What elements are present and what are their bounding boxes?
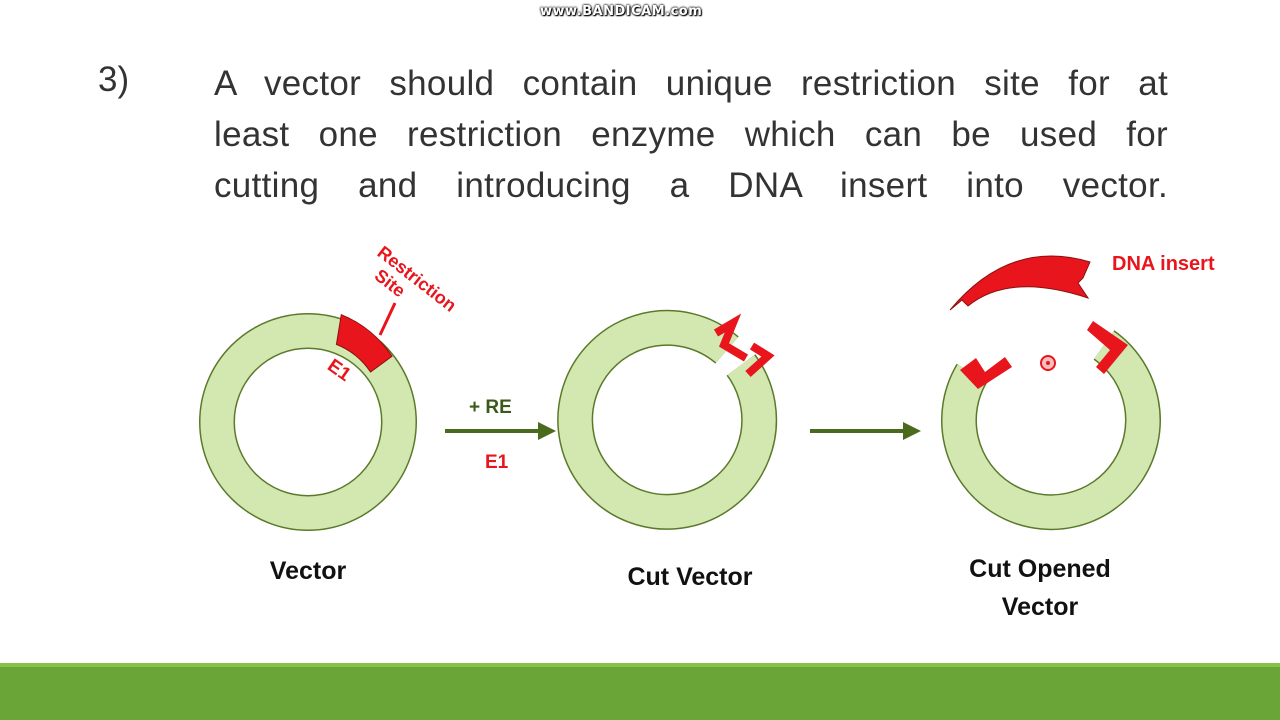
- cut-opened-label-line-1: Cut Opened: [969, 555, 1111, 583]
- cut-vector-ring: [557, 309, 778, 530]
- cut-opened-vector-label: Cut Opened Vector: [945, 550, 1135, 626]
- point-paragraph: A vector should contain unique restricti…: [214, 58, 1168, 211]
- vector-ring: [199, 313, 417, 531]
- vector-label: Vector: [269, 557, 347, 585]
- cut-opened-label-line-2: Vector: [1001, 593, 1079, 621]
- cut-vector-left-end: [713, 313, 749, 362]
- bandicam-watermark: www.BANDICAM.com: [540, 4, 703, 19]
- paragraph-line-3: cutting and introducing a DNA insert int…: [214, 166, 1168, 205]
- arrow-open: [810, 422, 921, 440]
- opened-vector-right-sticky-end: [1087, 321, 1128, 374]
- arrow-label-bottom: E1: [485, 452, 509, 473]
- paragraph-line-2: least one restriction enzyme which can b…: [214, 115, 1168, 154]
- dna-insert-label: DNA insert: [1112, 253, 1215, 275]
- point-number: 3): [98, 60, 130, 99]
- dna-insert-fragment: [949, 255, 1091, 311]
- arrow-plus-re: [445, 422, 556, 440]
- cut-vector-label: Cut Vector: [627, 563, 753, 591]
- cut-vector-right-end: [745, 342, 775, 377]
- paragraph-line-1: A vector should contain unique restricti…: [214, 64, 1168, 103]
- footer-bar: [0, 663, 1280, 720]
- opened-vector-ring: [941, 330, 1161, 531]
- restriction-site-block: [335, 314, 393, 373]
- restriction-site-pointer: [378, 302, 397, 336]
- opened-vector-left-sticky-end: [960, 357, 1012, 389]
- footer-accent-line: [0, 663, 1280, 667]
- arrow-label-top: + RE: [469, 397, 512, 418]
